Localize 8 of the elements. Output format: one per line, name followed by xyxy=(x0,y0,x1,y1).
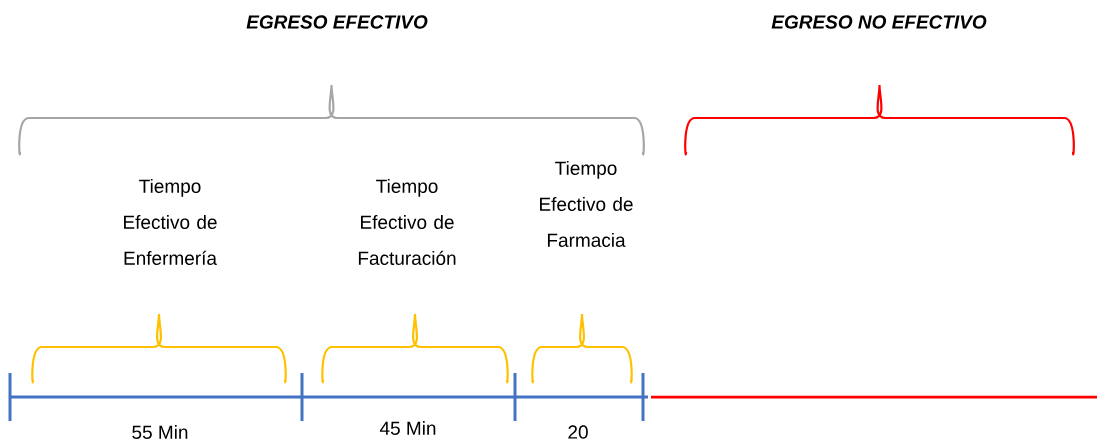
duration-label: 55 Min xyxy=(132,425,188,439)
phase-label: Tiempo Efectivo de Farmacia xyxy=(540,161,633,247)
duration-label: 45 Min xyxy=(379,421,436,435)
duration-label: 20 xyxy=(568,425,588,439)
section-heading: EGRESO EFECTIVO xyxy=(246,15,428,29)
phase-label: Tiempo Efectivo de Facturación xyxy=(358,179,456,265)
section-heading: EGRESO NO EFECTIVO xyxy=(771,15,987,29)
phase-label: Tiempo Efectivo de Enfermería xyxy=(124,179,217,265)
